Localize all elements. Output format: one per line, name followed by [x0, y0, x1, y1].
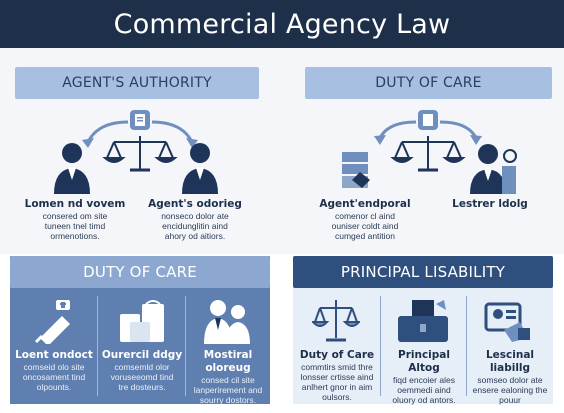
- scale-icon: [102, 136, 178, 172]
- item-body-line: ouniser coldt aind: [331, 221, 399, 231]
- item-body-line: nonseco dolor ate: [161, 211, 229, 221]
- panel-divider: [185, 296, 186, 396]
- panel-divider: [97, 296, 98, 396]
- agents-authority-heading-text: AGENT'S AUTHORITY: [62, 75, 212, 91]
- item-body-line: oemmedi aind: [397, 385, 451, 395]
- item-title: Agent'endporal: [319, 198, 411, 210]
- document-icon: [418, 110, 438, 130]
- bags-icon: [120, 300, 164, 342]
- person-icon: [470, 144, 506, 194]
- family-icon: [204, 300, 250, 344]
- agents-authority-item-2: Agent's odorieg nonseco dolor ate encidu…: [140, 198, 250, 241]
- title-bar: Commercial Agency Law: [0, 0, 564, 48]
- item-body-line: ensere ealoning the: [472, 385, 548, 395]
- item-body-line: encidunglitin aind: [162, 221, 228, 231]
- principal-liability-heading: PRINCIPAL LISABILITY: [293, 256, 553, 288]
- item-body-line: pouur: [499, 395, 521, 405]
- principal-liability-item-3: Lescinal liabillg somseo dolor ate enser…: [468, 349, 552, 405]
- item-body-line: comsemld olor: [114, 362, 170, 372]
- item-title: Lescinal liabillg: [485, 349, 535, 374]
- item-body-line: somseo dolor ate: [477, 375, 543, 385]
- item-title: Duty of Care: [299, 349, 375, 361]
- briefcase-icon: [398, 300, 448, 342]
- item-body-line: lanperirement and: [193, 385, 263, 395]
- handshake-icon: [342, 152, 370, 188]
- item-body-line: comenor cl aind: [334, 211, 395, 221]
- scale-icon: [390, 136, 466, 172]
- principal-liability-heading-text: PRINCIPAL LISABILITY: [340, 263, 506, 281]
- page-title: Commercial Agency Law: [113, 8, 451, 40]
- item-body-line: olpounts.: [36, 382, 72, 392]
- item-body-line: consed cil site: [201, 375, 255, 385]
- duty-of-care-bottom-item-1: Loent ondoct comseid olo site oncosament…: [12, 349, 96, 392]
- item-body-line: oncosament tind: [22, 372, 86, 382]
- duty-of-care-illustration: [342, 110, 517, 194]
- curved-arrow-icon: [86, 120, 129, 143]
- scale-icon: [312, 300, 360, 342]
- duty-of-care-top-item-2: Lestrer ldolg: [435, 198, 545, 211]
- document-icon: [130, 110, 150, 130]
- item-body-line: anlhert gnor in aim: [301, 382, 373, 392]
- item-title: Loent ondoct: [15, 349, 93, 361]
- item-title: Principal Altog: [398, 349, 450, 374]
- principal-liability-item-1: Duty of Care commtirs smid thre lonsser …: [295, 349, 379, 402]
- clipboard-icon: [502, 149, 517, 194]
- principal-liability-item-2: Principal Altog fiqd encoier ales oemmed…: [382, 349, 466, 405]
- duty-of-care-bottom-item-3: Mostiral oloreug consed cil site lanperi…: [187, 349, 269, 405]
- agents-authority-heading: AGENT'S AUTHORITY: [15, 67, 259, 99]
- id-card-icon: [484, 302, 530, 342]
- item-body-line: oulsors.: [322, 392, 352, 402]
- item-title: Ourercil ddgy: [101, 349, 183, 361]
- item-body-line: fiqd encoier ales: [393, 375, 455, 385]
- agents-authority-illustration: [54, 110, 218, 194]
- item-body-line: voruseeomd tind: [110, 372, 174, 382]
- duty-of-care-top-heading: DUTY OF CARE: [305, 67, 552, 99]
- item-body-line: comseid olo site: [23, 362, 85, 372]
- panel-divider: [380, 296, 381, 396]
- item-body-line: lonsser crtisse aind: [300, 372, 374, 382]
- item-body-line: commtirs smid thre: [301, 362, 373, 372]
- person-icon: [54, 143, 90, 194]
- item-body-line: ormenotions.: [50, 231, 100, 241]
- item-body-line: consered om site: [42, 211, 108, 221]
- duty-of-care-bottom-heading: DUTY OF CARE: [10, 256, 270, 288]
- curved-arrow-icon: [151, 120, 194, 143]
- agents-authority-item-1: Lomen nd vovem consered om site tuneen t…: [20, 198, 130, 241]
- panel-divider: [466, 296, 467, 396]
- duty-of-care-bottom-heading-text: DUTY OF CARE: [83, 263, 197, 281]
- item-body-line: tre dosteurs.: [118, 382, 166, 392]
- item-title: Lomen nd vovem: [24, 198, 126, 210]
- duty-of-care-top-item-1: Agent'endporal comenor cl aind ouniser c…: [310, 198, 420, 241]
- duty-of-care-bottom-item-2: Ourercil ddgy comsemld olor voruseeomd t…: [99, 349, 185, 392]
- item-body-line: oluory od antors.: [392, 395, 456, 405]
- person-icon: [182, 143, 218, 194]
- item-title: Agent's odorieg: [148, 198, 242, 210]
- item-body-line: cumged antition: [334, 231, 395, 241]
- item-title: Lestrer ldolg: [452, 198, 528, 210]
- item-body-line: sourry dostors.: [199, 395, 257, 405]
- syringe-icon: [34, 300, 70, 344]
- item-body-line: tuneen tnel timd: [44, 221, 106, 231]
- duty-of-care-top-heading-text: DUTY OF CARE: [375, 75, 482, 91]
- item-body-line: ahory od aitiors.: [164, 231, 226, 241]
- item-title: Mostiral oloreug: [203, 349, 253, 374]
